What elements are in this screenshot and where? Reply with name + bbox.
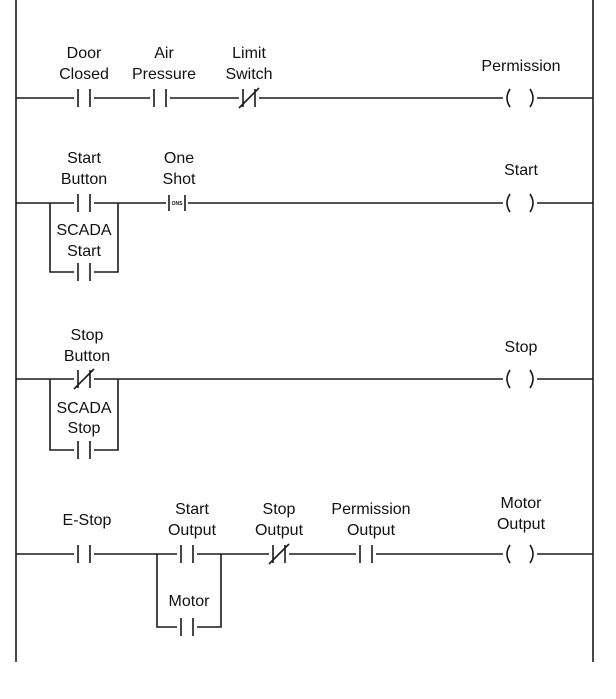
branch-label-line2: Start: [67, 243, 101, 260]
rung-2: Start Button ONS One Shot SCADA Start St…: [16, 150, 593, 281]
branch-label-line1: SCADA: [56, 400, 111, 417]
coil-motor-output[interactable]: Motor Output: [497, 495, 546, 564]
contact-start-button[interactable]: Start Button: [61, 150, 107, 212]
ons-tag: ONS: [172, 201, 184, 207]
contact-label-line1: Limit: [232, 45, 266, 62]
one-shot-instruction[interactable]: ONS One Shot: [163, 150, 196, 211]
branch-label-line2: Stop: [68, 420, 101, 437]
coil-label-line1: Motor: [501, 495, 543, 512]
contact-label-line2: Switch: [225, 66, 272, 83]
contact-label-line2: Pressure: [132, 66, 196, 83]
coil-start[interactable]: Start: [504, 162, 538, 213]
contact-label-line1: Air: [154, 45, 174, 62]
coil-label: Start: [504, 162, 538, 179]
contact-label-line2: Closed: [59, 66, 109, 83]
coil-label-line2: Output: [497, 516, 546, 533]
branch-label-line1: Motor: [169, 593, 211, 610]
contact-label-line2: Output: [347, 522, 396, 539]
contact-motor[interactable]: Motor: [169, 593, 211, 636]
contact-label-line2: Shot: [163, 171, 196, 188]
coil-permission[interactable]: Permission: [481, 58, 561, 108]
coil-label: Permission: [481, 58, 560, 75]
contact-label-line2: Button: [61, 171, 107, 188]
rung-3: Stop Button SCADA Stop Stop: [16, 327, 593, 459]
contact-label-line1: Start: [67, 150, 101, 167]
contact-label-line1: Door: [67, 45, 102, 62]
rung-1: Door Closed Air Pressure Limit Switch Pe…: [16, 45, 593, 109]
coil-label: Stop: [505, 339, 538, 356]
contact-label-line1: Stop: [71, 327, 104, 344]
contact-door-closed[interactable]: Door Closed: [59, 45, 109, 107]
contact-label-line1: Permission: [331, 501, 410, 518]
contact-start-output[interactable]: Start Output: [168, 501, 217, 563]
contact-permission-output[interactable]: Permission Output: [331, 501, 411, 563]
coil-stop[interactable]: Stop: [505, 339, 538, 389]
contact-label-line1: One: [164, 150, 194, 167]
contact-label-line1: Start: [175, 501, 209, 518]
contact-stop-output[interactable]: Stop Output: [255, 501, 304, 565]
contact-limit-switch[interactable]: Limit Switch: [225, 45, 273, 109]
contact-air-pressure[interactable]: Air Pressure: [132, 45, 196, 107]
branch-label-line1: SCADA: [56, 222, 111, 239]
contact-scada-start[interactable]: SCADA Start: [56, 222, 112, 281]
contact-e-stop[interactable]: E-Stop: [63, 512, 112, 563]
contact-label-line2: Button: [64, 348, 110, 365]
contact-label-line1: E-Stop: [63, 512, 112, 529]
contact-label-line2: Output: [168, 522, 217, 539]
contact-stop-button[interactable]: Stop Button: [64, 327, 110, 390]
contact-scada-stop[interactable]: SCADA Stop: [56, 400, 112, 459]
contact-label-line2: Output: [255, 522, 304, 539]
rung-4: E-Stop Start Output Stop Output Permissi…: [16, 495, 593, 636]
contact-label-line1: Stop: [263, 501, 296, 518]
